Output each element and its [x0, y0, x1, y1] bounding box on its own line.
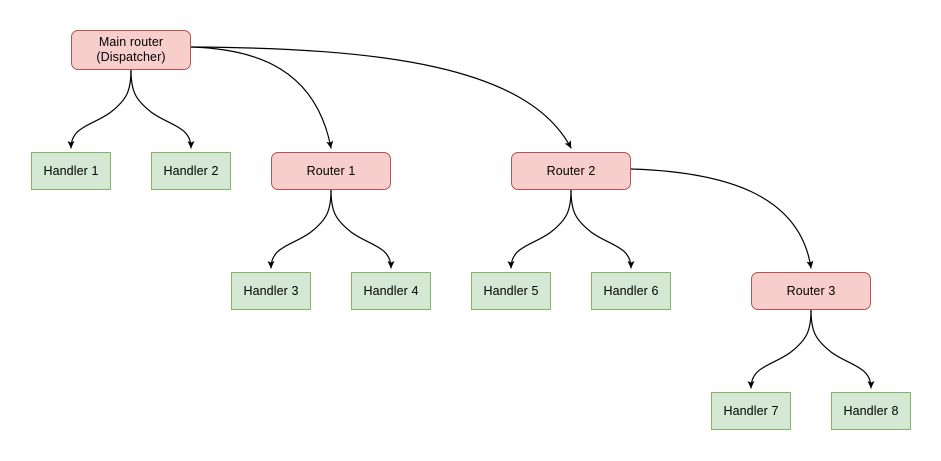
node-handler-6-label: Handler 6 — [603, 283, 659, 298]
edge-router2-handler6 — [570, 189, 635, 269]
node-main-router[interactable]: Main router (Dispatcher) — [71, 30, 191, 70]
edge-router3-handler7 — [747, 309, 812, 389]
node-handler-6[interactable]: Handler 6 — [591, 272, 671, 310]
node-handler-4[interactable]: Handler 4 — [351, 272, 431, 310]
edge-main-handler1 — [67, 69, 132, 149]
node-handler-2[interactable]: Handler 2 — [151, 152, 231, 190]
node-handler-8[interactable]: Handler 8 — [831, 392, 911, 430]
node-router-2-label: Router 2 — [546, 163, 596, 178]
edge-main-handler2 — [130, 69, 195, 149]
edge-main-router2 — [190, 46, 572, 149]
edge-router2-router3 — [630, 168, 814, 269]
node-handler-1-label: Handler 1 — [43, 163, 99, 178]
node-handler-3[interactable]: Handler 3 — [231, 272, 311, 310]
node-router-3-label: Router 3 — [786, 283, 836, 298]
node-handler-4-label: Handler 4 — [363, 283, 419, 298]
node-router-1-label: Router 1 — [306, 163, 356, 178]
node-handler-3-label: Handler 3 — [243, 283, 299, 298]
node-main-router-label: Main router (Dispatcher) — [96, 35, 166, 64]
node-handler-5[interactable]: Handler 5 — [471, 272, 551, 310]
node-handler-7-label: Handler 7 — [723, 403, 779, 418]
edge-router1-handler3 — [267, 189, 332, 269]
node-handler-7[interactable]: Handler 7 — [711, 392, 791, 430]
node-router-1[interactable]: Router 1 — [271, 152, 391, 190]
node-handler-1[interactable]: Handler 1 — [31, 152, 111, 190]
edge-router3-handler8 — [810, 309, 875, 389]
node-handler-2-label: Handler 2 — [163, 163, 219, 178]
node-router-3[interactable]: Router 3 — [751, 272, 871, 310]
node-router-2[interactable]: Router 2 — [511, 152, 631, 190]
edge-router2-handler5 — [507, 189, 572, 269]
node-handler-5-label: Handler 5 — [483, 283, 539, 298]
edge-router1-handler4 — [330, 189, 395, 269]
edge-main-router1 — [190, 46, 334, 149]
node-handler-8-label: Handler 8 — [843, 403, 899, 418]
